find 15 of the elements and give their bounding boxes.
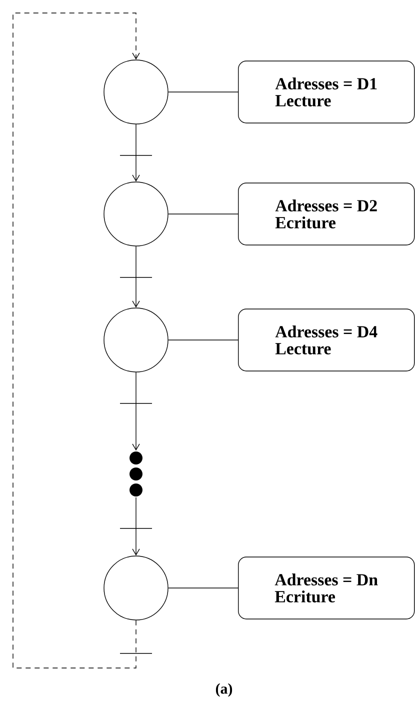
transition-arrow xyxy=(120,372,152,451)
action-box: Adresses = Dn Ecriture xyxy=(238,556,415,620)
step-circle xyxy=(104,556,168,620)
transition-arrow xyxy=(120,246,152,308)
transition-arrow xyxy=(120,497,152,556)
ellipsis-dots xyxy=(130,452,142,496)
caption: (a) xyxy=(216,683,232,697)
action-box: Adresses = D4 Lecture xyxy=(238,308,415,372)
step-circle xyxy=(104,60,168,124)
transition-arrow xyxy=(120,124,152,182)
action-box: Adresses = D1 Lecture xyxy=(238,60,415,124)
step-circle xyxy=(104,308,168,372)
action-box: Adresses = D2 Ecriture xyxy=(238,182,415,246)
step-circle xyxy=(104,182,168,246)
transition-arrow xyxy=(12,12,152,668)
